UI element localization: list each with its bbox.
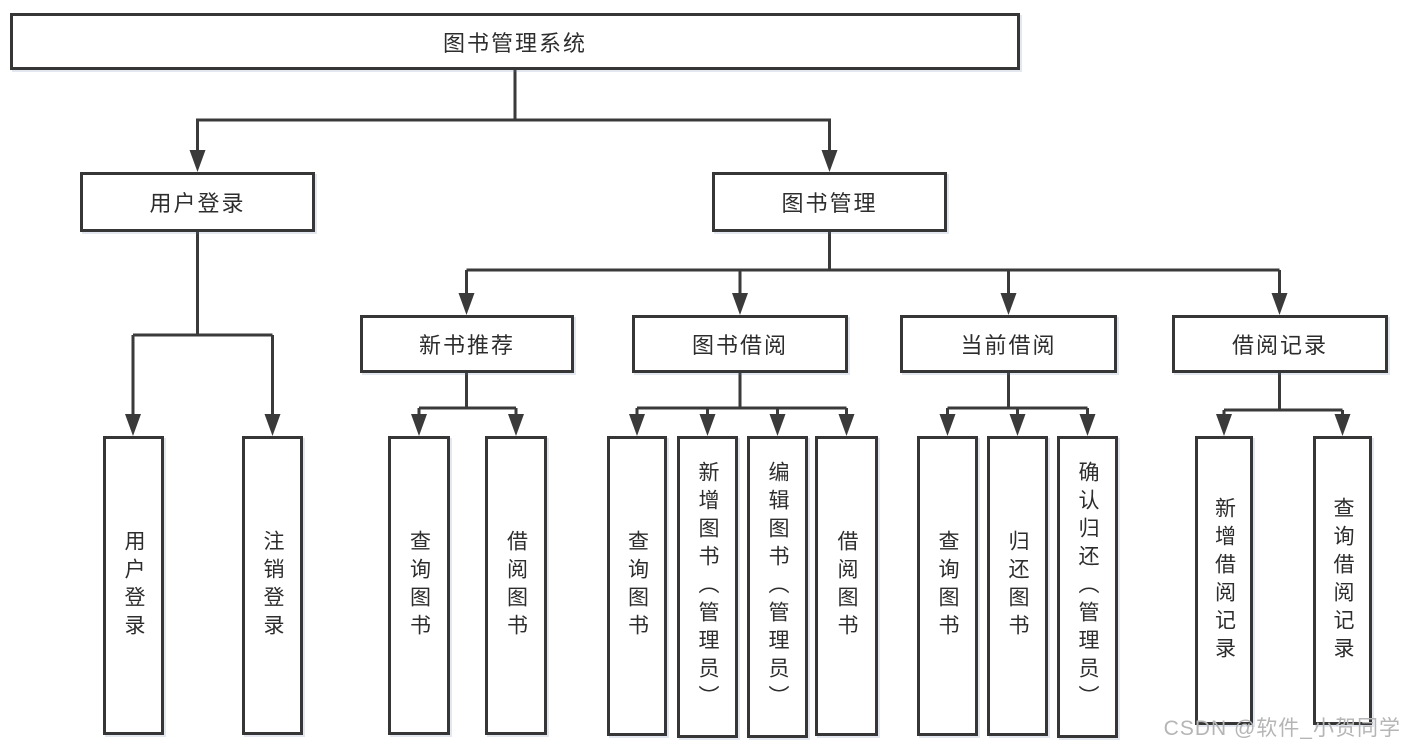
csdn-watermark: CSDN @软件_小贺同学 [1163, 717, 1401, 740]
leaf-borrow-books-borrowing-label: 借阅图书 [835, 530, 859, 642]
leaf-query-borrow-record-label: 查询借阅记录 [1331, 496, 1355, 665]
node-book-management-label: 图书管理 [781, 191, 878, 216]
leaf-edit-book-admin: 编辑图书（管理员） [747, 436, 808, 738]
leaf-edit-book-admin-label: 编辑图书（管理员） [766, 461, 790, 713]
leaf-confirm-return-admin: 确认归还（管理员） [1057, 436, 1118, 738]
arrowheads [125, 150, 1351, 436]
node-current-borrowing-label: 当前借阅 [960, 333, 1057, 358]
node-book-management: 图书管理 [712, 172, 947, 232]
leaf-add-borrow-record-label: 新增借阅记录 [1212, 496, 1236, 665]
leaf-add-book-admin-label: 新增图书（管理员） [696, 461, 720, 713]
node-new-book-recommend-label: 新书推荐 [418, 333, 515, 358]
leaf-query-books-borrowing: 查询图书 [607, 436, 667, 736]
leaf-query-books-recommend-label: 查询图书 [407, 529, 431, 642]
node-user-login: 用户登录 [80, 172, 315, 232]
node-borrow-records-label: 借阅记录 [1231, 333, 1328, 358]
leaf-confirm-return-admin-label: 确认归还（管理员） [1076, 461, 1100, 713]
leaf-borrow-books-borrowing: 借阅图书 [815, 436, 878, 736]
leaf-user-login-label: 用户登录 [122, 529, 146, 642]
leaf-add-borrow-record: 新增借阅记录 [1195, 436, 1253, 725]
leaf-query-books-current: 查询图书 [917, 436, 978, 736]
leaf-logout: 注销登录 [242, 436, 303, 735]
leaf-user-login: 用户登录 [103, 436, 164, 735]
node-new-book-recommend: 新书推荐 [360, 315, 574, 373]
leaf-return-books-label: 归还图书 [1006, 530, 1030, 642]
node-book-borrowing-label: 图书借阅 [691, 333, 788, 358]
leaf-add-book-admin: 新增图书（管理员） [677, 436, 738, 738]
leaf-query-books-recommend: 查询图书 [388, 436, 450, 735]
node-user-login-label: 用户登录 [149, 191, 246, 216]
node-book-borrowing: 图书借阅 [632, 315, 848, 373]
leaf-query-books-borrowing-label: 查询图书 [625, 530, 649, 642]
leaf-return-books: 归还图书 [987, 436, 1048, 736]
leaf-borrow-books-recommend: 借阅图书 [485, 436, 547, 735]
leaf-query-books-current-label: 查询图书 [936, 530, 960, 642]
leaf-borrow-books-recommend-label: 借阅图书 [504, 529, 528, 642]
node-borrow-records: 借阅记录 [1172, 315, 1388, 373]
node-root: 图书管理系统 [10, 13, 1020, 70]
node-current-borrowing: 当前借阅 [900, 315, 1117, 373]
node-root-label: 图书管理系统 [442, 30, 587, 56]
leaf-logout-label: 注销登录 [261, 529, 285, 642]
leaf-query-borrow-record: 查询借阅记录 [1313, 436, 1372, 725]
